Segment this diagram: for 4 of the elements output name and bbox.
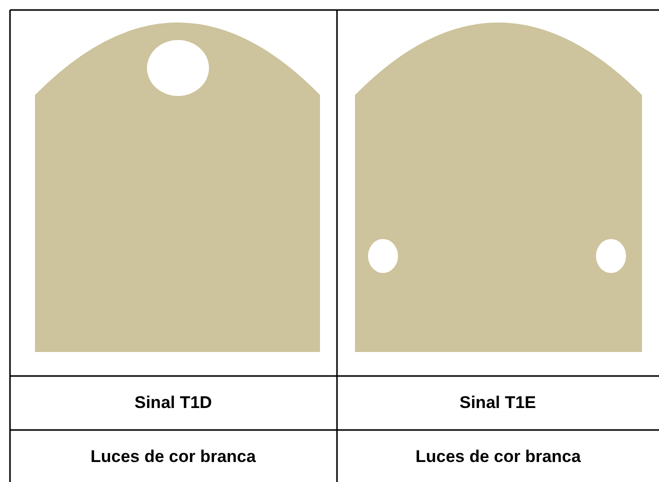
light-color-text: Luces de cor branca: [416, 447, 581, 467]
signal-name: Sinal T1D: [134, 393, 212, 413]
light-color-text: Luces de cor branca: [90, 447, 256, 467]
signal-name: Sinal T1E: [460, 393, 536, 413]
